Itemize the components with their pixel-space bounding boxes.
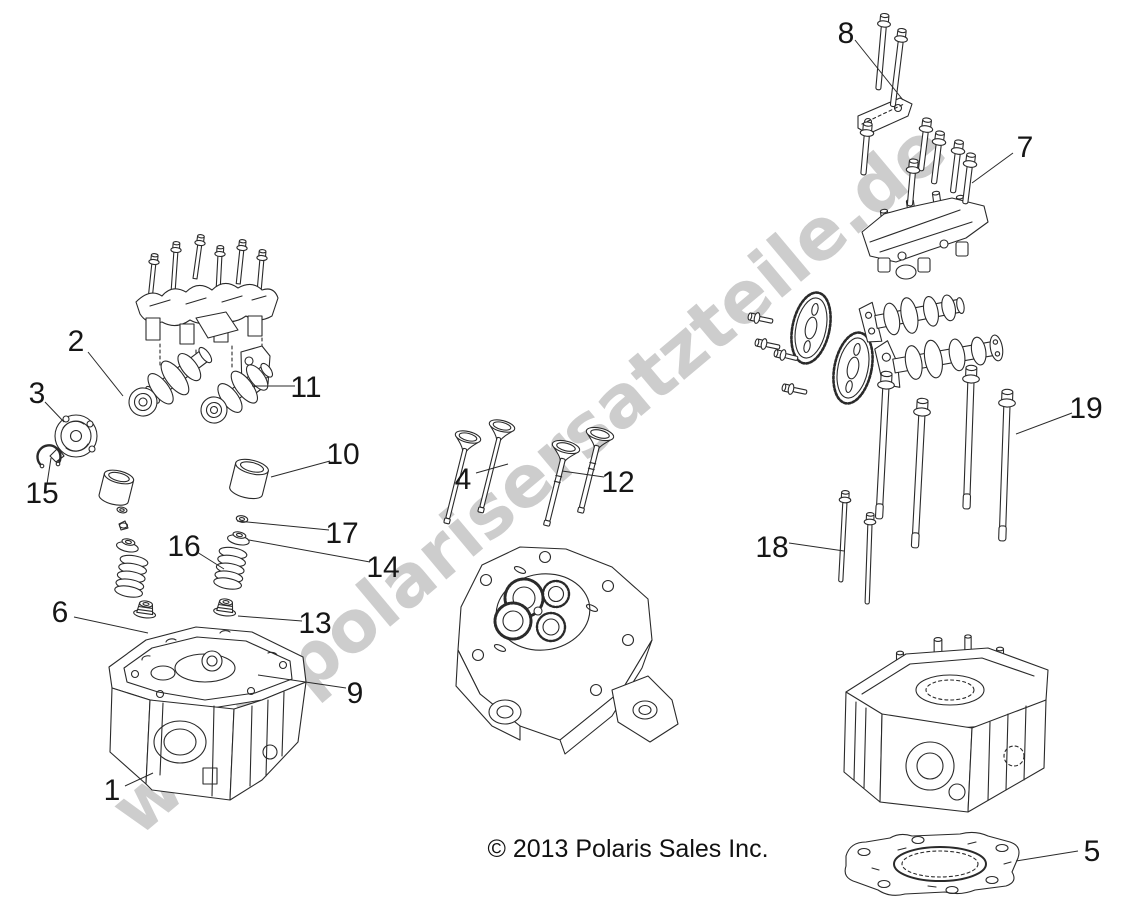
callout-15: 15 [25,477,58,510]
callout-10: 10 [326,438,359,471]
leader-6 [74,617,148,633]
valve-seals-art [132,596,238,620]
leader-12 [562,471,604,477]
leader-17 [237,521,329,530]
leader-18 [789,543,844,551]
callout-4: 4 [455,463,472,496]
cylinder-block-art [844,634,1048,812]
callout-1: 1 [104,774,121,807]
leader-16 [197,552,224,569]
callout-19: 19 [1069,392,1102,425]
callout-5: 5 [1084,835,1101,868]
copyright-notice: © 2013 Polaris Sales Inc. [487,835,768,863]
cylinder-head-left-art [109,627,306,800]
leader-3 [45,402,64,422]
camshaft-intake-art [120,337,221,427]
leader-1 [125,773,153,786]
callout-17: 17 [325,517,358,550]
sprocket-bolts-art [746,310,808,396]
leader-5 [1016,851,1078,861]
callout-11: 11 [290,371,321,404]
callout-14: 14 [366,551,399,584]
callout-13: 13 [298,607,331,640]
callout-7: 7 [1017,131,1034,164]
callout-9: 9 [347,677,364,710]
callout-18: 18 [755,531,788,564]
callout-2: 2 [68,325,85,358]
rocker-assembly-art [136,233,278,374]
leader-19 [1016,413,1072,434]
leader-10 [271,461,330,477]
tappet-right-art [227,455,271,503]
callout-12: 12 [601,466,634,499]
snap-ring-art [37,445,60,467]
bolts-18-art [835,489,877,604]
cylinder-head-center-art [456,547,678,754]
leader-13 [238,616,302,621]
callout-6: 6 [52,596,69,629]
valve-keepers-art [116,505,249,530]
leader-15 [47,458,51,484]
cam-phaser-art [50,415,97,462]
leader-14 [249,540,370,562]
callout-8: 8 [838,17,855,50]
camshaft-exhaust-art [192,346,281,433]
leader-8 [855,40,903,100]
tappet-left-art [97,466,136,509]
cam-carrier-art [862,190,988,279]
leader-2 [88,352,123,396]
callout-3: 3 [29,377,46,410]
head-gasket-art [845,832,1019,895]
bolts-8-art [872,12,910,107]
leader-7 [972,153,1013,183]
callout-leader-lines [45,40,1078,861]
callout-16: 16 [167,530,200,563]
leader-9 [258,675,346,688]
callout-numbers: 1 2 3 4 5 6 7 8 9 10 11 12 13 14 15 16 1… [25,17,1102,868]
leader-4 [476,464,508,473]
bolts-7-art [859,116,979,206]
bolts-19-art [871,364,1017,548]
camshafts-right-art [858,285,1006,390]
